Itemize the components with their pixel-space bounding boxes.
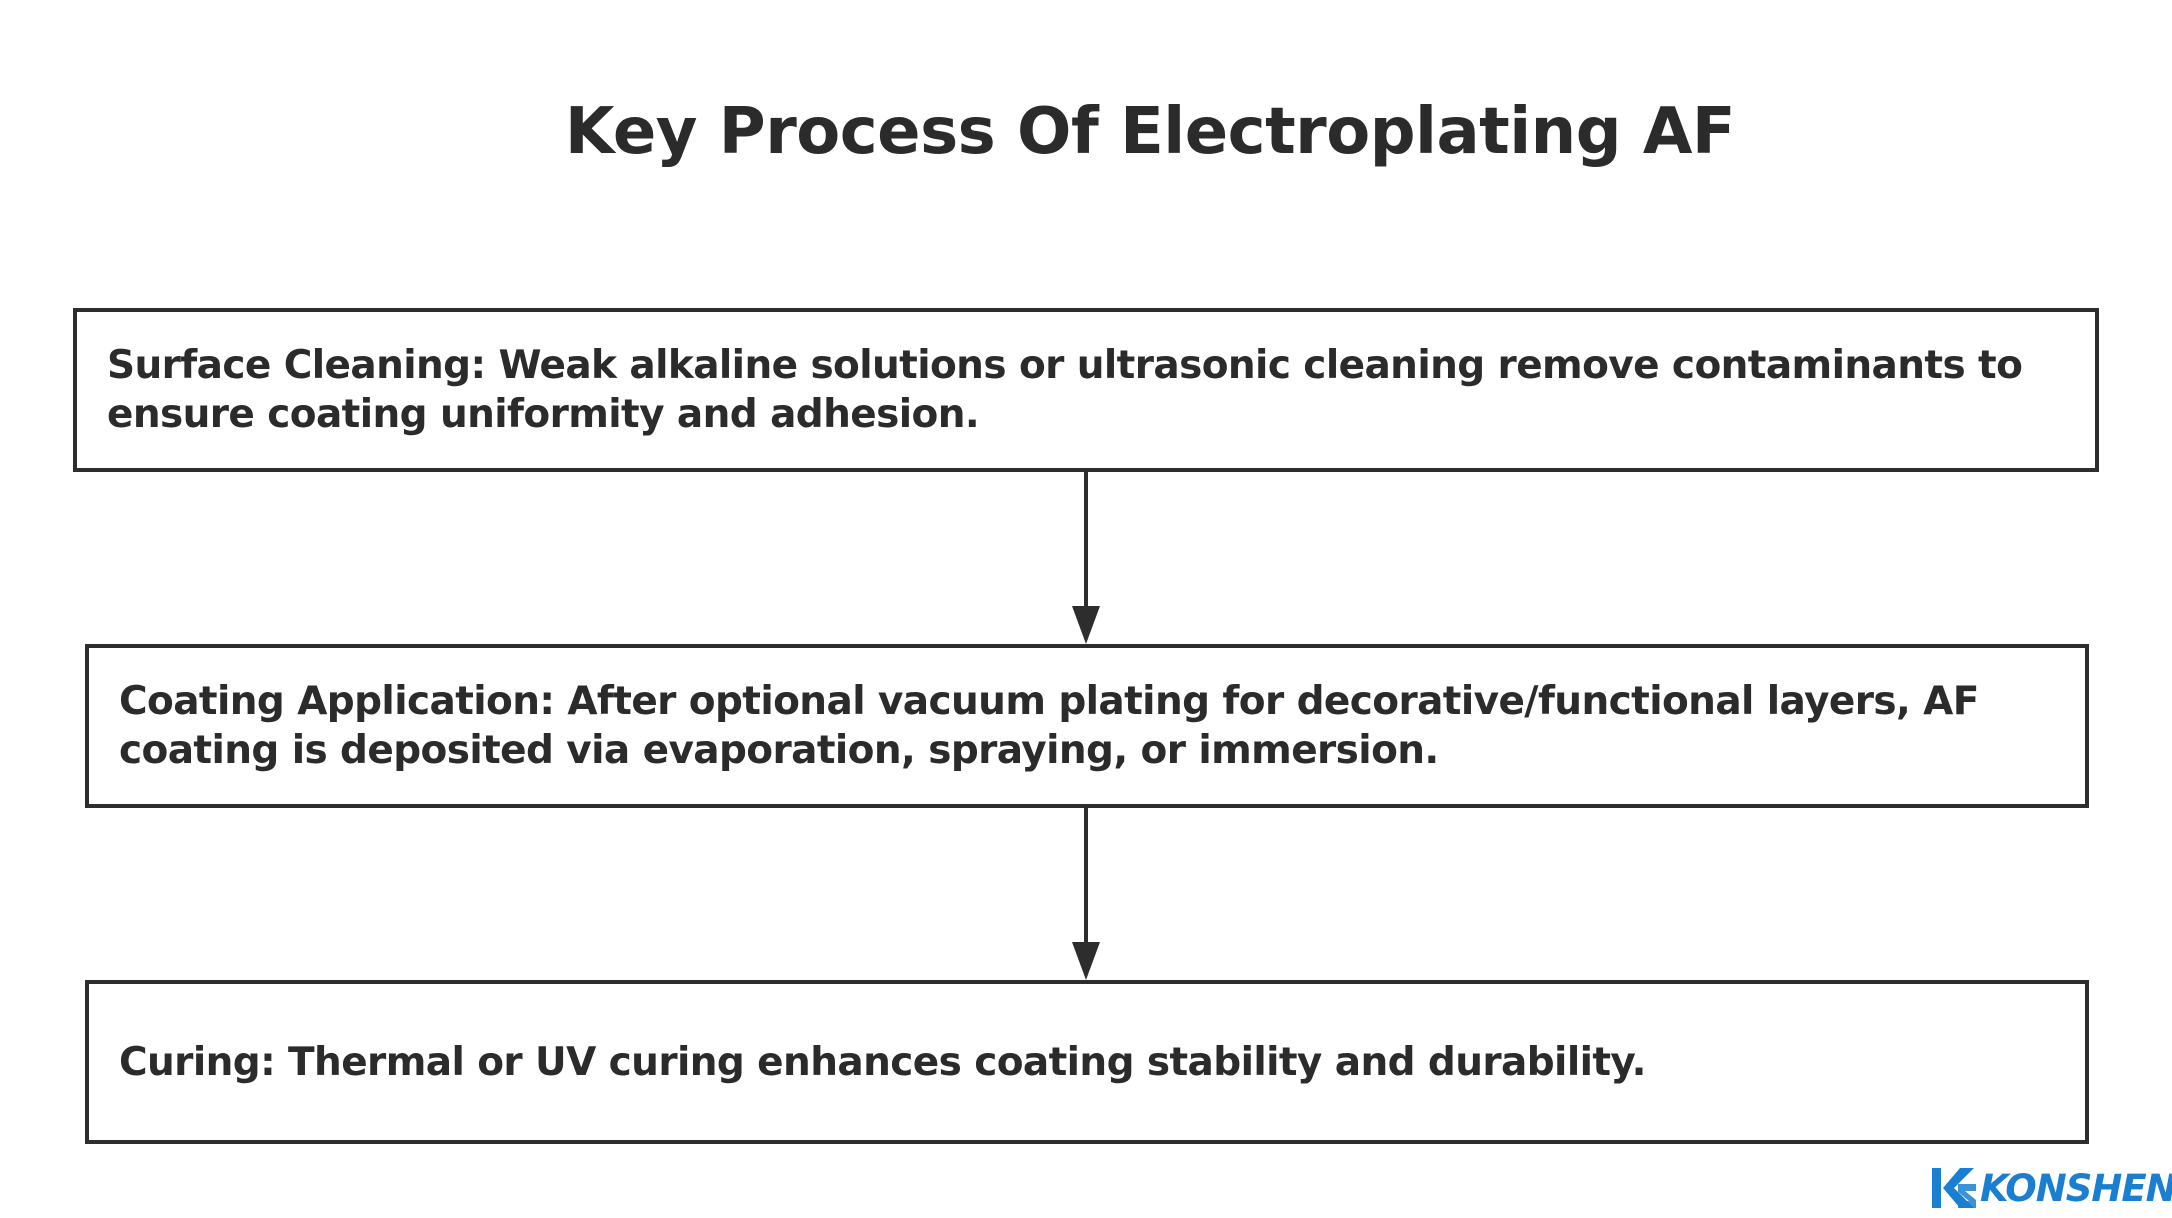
diagram-title: Key Process Of Electroplating AF (564, 95, 1736, 169)
process-step-coating-application: Coating Application: After optional vacu… (85, 644, 2089, 808)
arrow-connector-2 (1072, 808, 1100, 980)
logo-text: KONSHEN (1980, 1166, 2172, 1210)
process-step-surface-cleaning: Surface Cleaning: Weak alkaline solution… (73, 308, 2099, 472)
konshen-logo: KONSHEN (1930, 1164, 2172, 1212)
process-step-curing: Curing: Thermal or UV curing enhances co… (85, 980, 2089, 1144)
ks-logo-icon (1932, 1168, 1976, 1208)
step-text: Surface Cleaning: Weak alkaline solution… (107, 343, 2023, 437)
step-text: Coating Application: After optional vacu… (119, 679, 1979, 773)
step-text: Curing: Thermal or UV curing enhances co… (119, 1039, 1646, 1085)
arrow-connector-1 (1072, 472, 1100, 644)
